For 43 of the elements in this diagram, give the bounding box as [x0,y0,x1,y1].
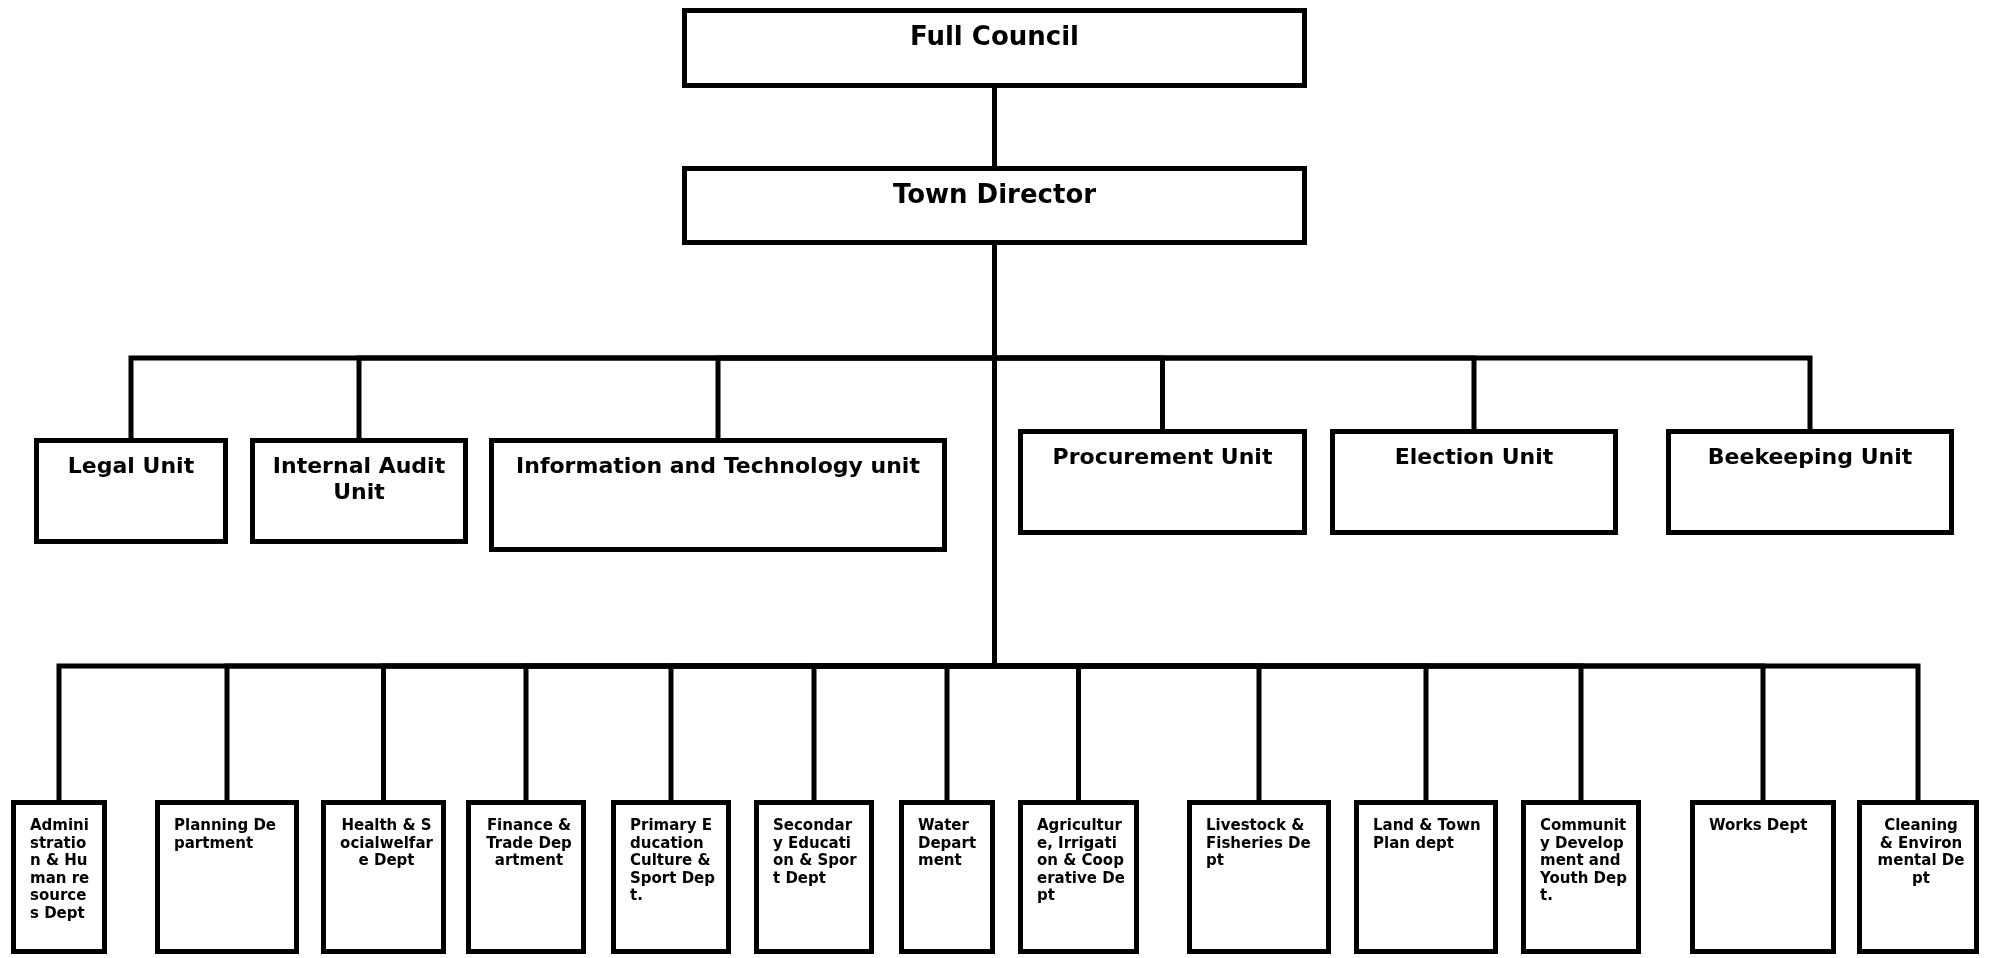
box-label: Election Unit [1393,444,1555,471]
box-label: Beekeeping Unit [1706,444,1914,471]
box-label: Procurement Unit [1051,444,1274,471]
department-box [899,800,995,954]
box-label: Secondary Education & Sport Dept [773,817,858,888]
unit-box [489,438,947,552]
unit-box [1666,429,1954,535]
box-label: Community Development and Youth Dept. [1540,817,1628,905]
box-label: Land & Town Plan dept [1373,817,1482,853]
department-box [1521,800,1641,954]
box-label: Water Department [918,817,978,870]
box-label: Agriculture, Irrigation & Cooperative Dept [1037,817,1126,905]
unit-box [34,438,228,544]
box-label: Finance & Trade Department [485,817,573,870]
position-box [682,166,1307,245]
department-box [1354,800,1498,954]
box-label: Works Dept [1709,817,1809,835]
box-label: Cleaning & Environmental Dept [1876,817,1966,888]
department-box [1187,800,1331,954]
unit-box [250,438,468,544]
department-box [1018,800,1139,954]
unit-box [1018,429,1307,535]
box-label: Administration & Human resources Dept [30,817,91,923]
box-label: Primary Education Culture & Sport Dept. [630,817,716,905]
position-box [682,8,1307,88]
box-label: Town Director [891,179,1098,209]
department-box [754,800,874,954]
box-label: Livestock & Fisheries Dept [1206,817,1312,870]
box-label: Full Council [908,21,1081,51]
box-label: Legal Unit [66,453,196,480]
box-label: Internal Audit Unit [271,453,447,506]
box-label: Health & Socialwelfare Dept [340,817,433,870]
department-box [466,800,586,954]
department-box [11,800,107,954]
department-box [1690,800,1836,954]
department-box [611,800,731,954]
box-label: Planning Department [174,817,278,853]
box-label: Information and Technology unit [515,453,921,480]
connector-line [992,88,997,166]
department-box [321,800,446,954]
department-box [1857,800,1979,954]
department-box [155,800,299,954]
unit-box [1330,429,1618,535]
